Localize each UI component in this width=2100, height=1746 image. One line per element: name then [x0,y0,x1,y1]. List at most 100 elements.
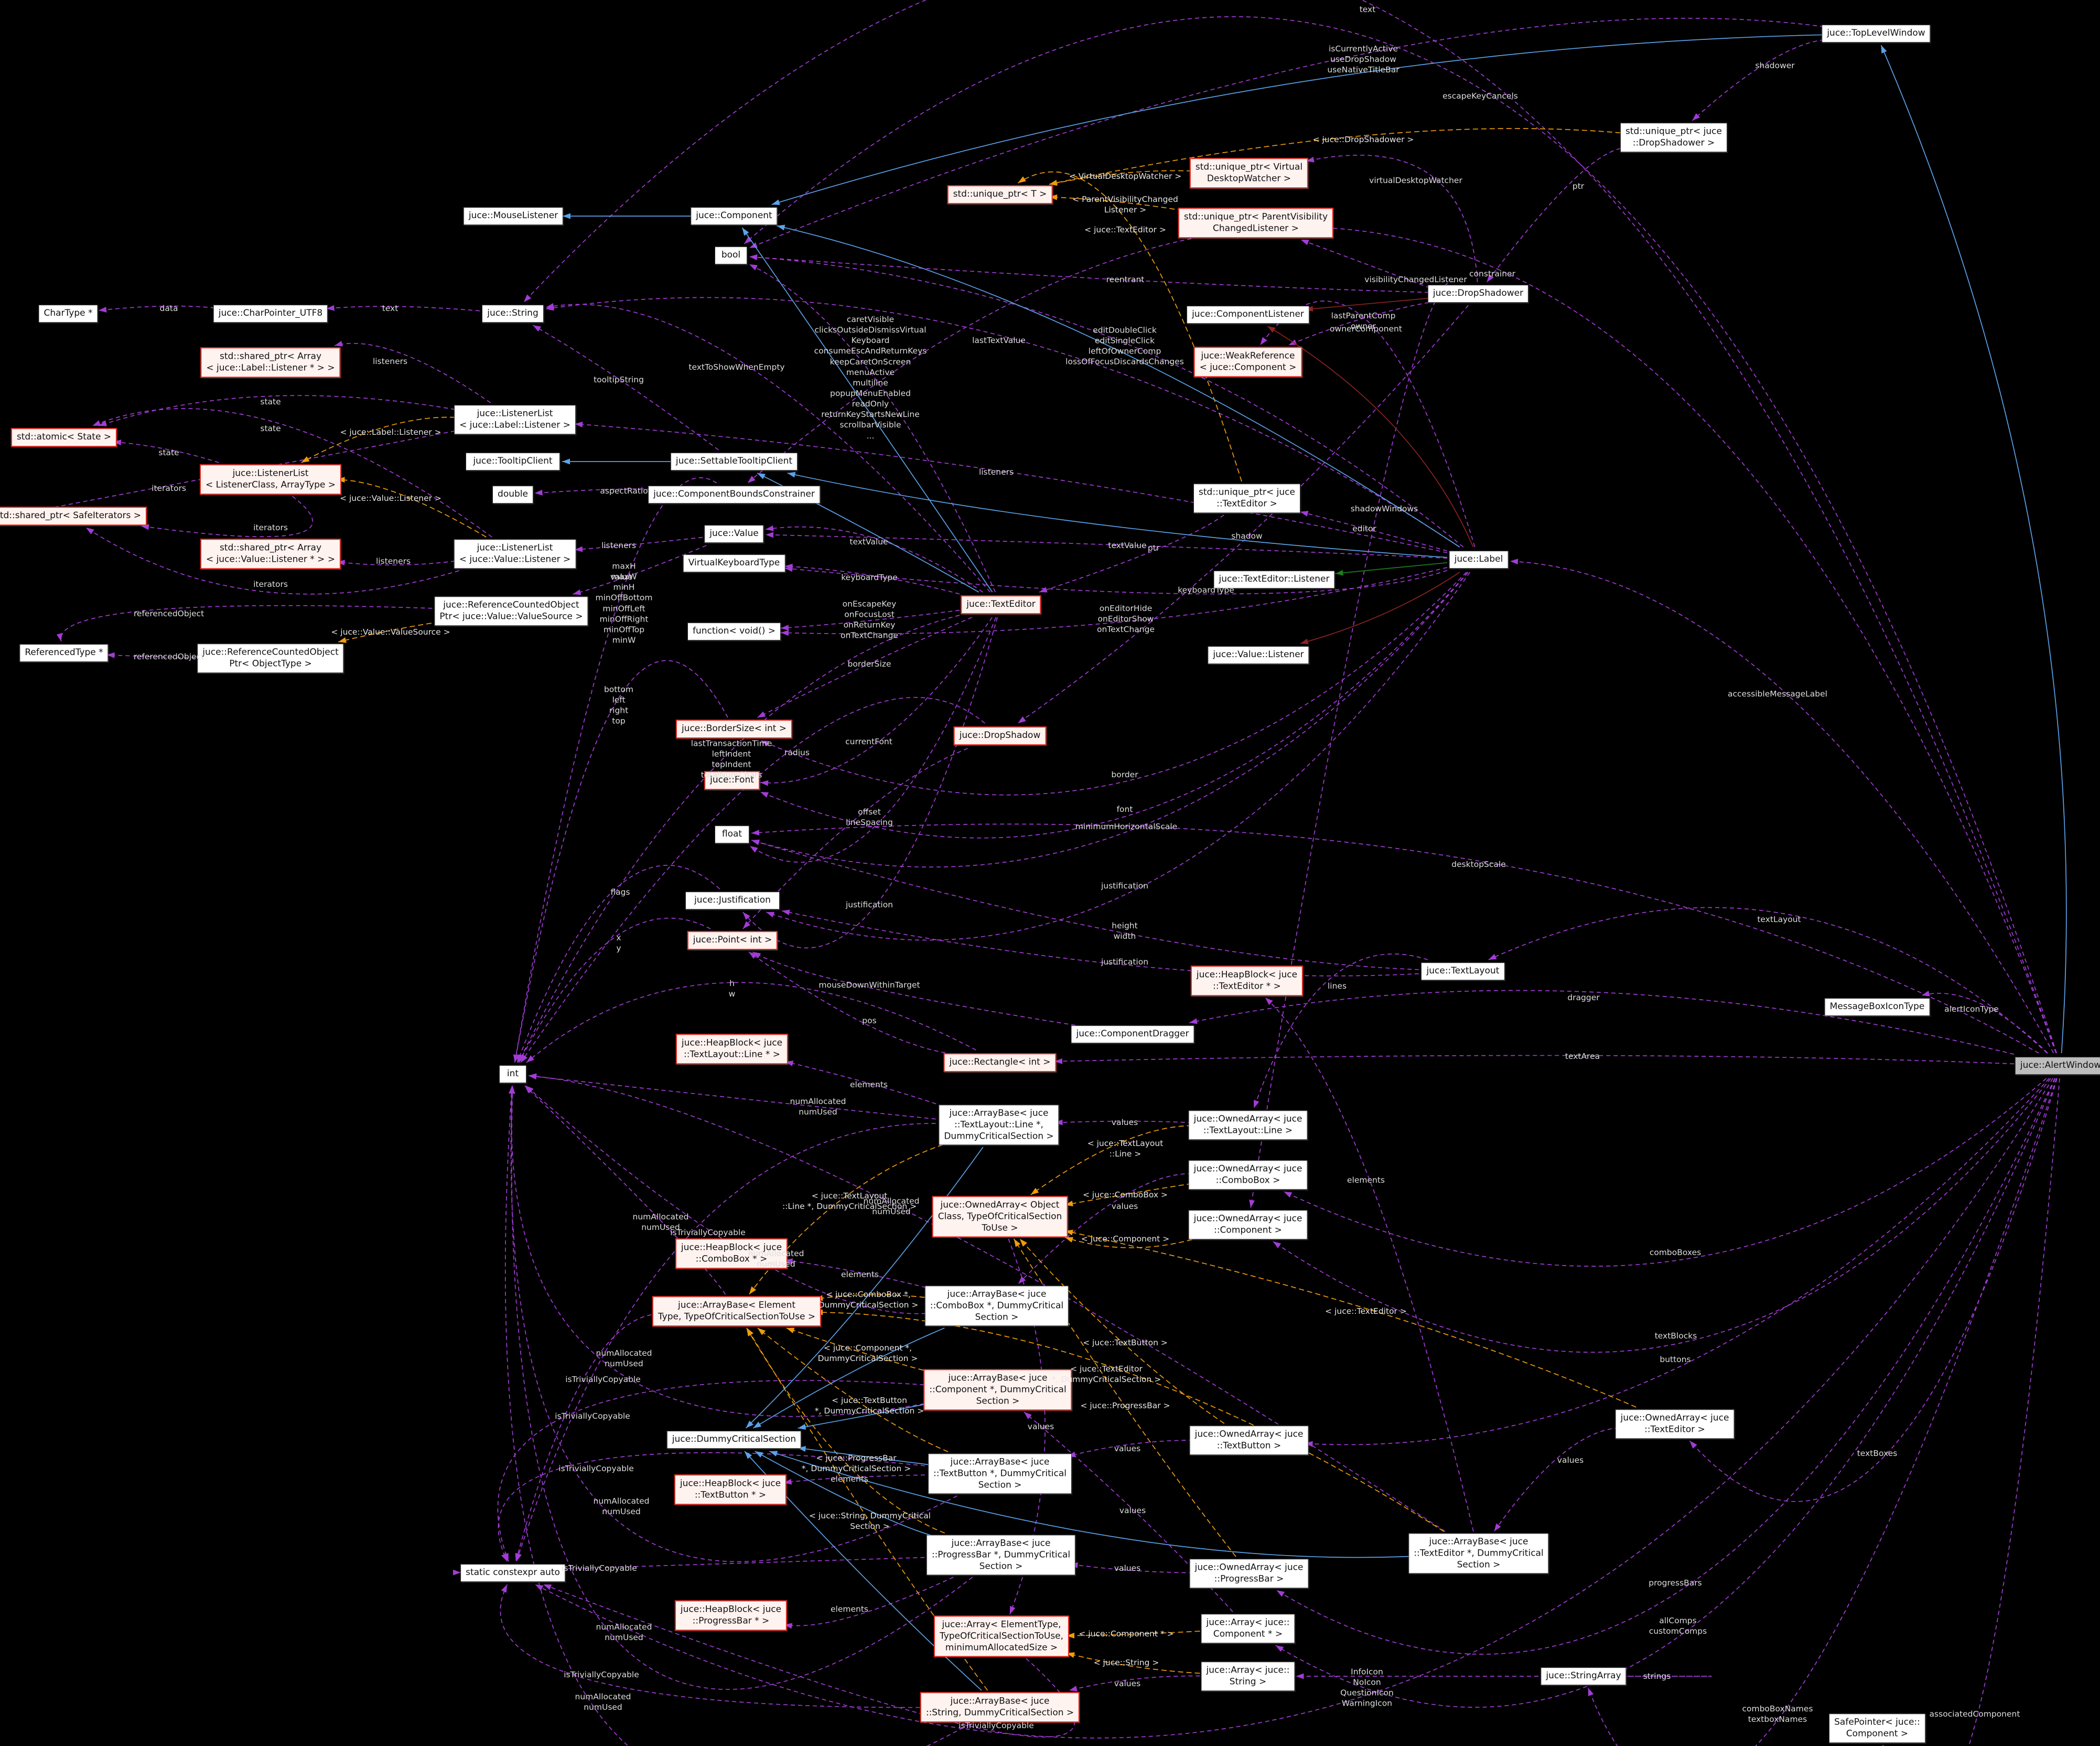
edge-u-point-int [518,917,711,1063]
node-top-level-window[interactable]: juce::TopLevelWindow [1822,25,1931,42]
node-array-base-combo[interactable]: juce::ArrayBase< juce ::ComboBox *, Dumm… [924,1286,1069,1326]
node-owned-array-progress-bar[interactable]: juce::OwnedArray< juce ::ProgressBar > [1189,1559,1309,1588]
node-border-size[interactable]: juce::BorderSize< int > [675,720,793,738]
node-function-void[interactable]: function< void() > [687,623,781,640]
node-atomic-state[interactable]: std::atomic< State > [10,428,117,447]
arrowhead [99,421,107,426]
node-string[interactable]: juce::String [482,305,544,323]
node-owned-array-component[interactable]: juce::OwnedArray< juce ::Component > [1188,1210,1308,1239]
node-owned-array-text-editor[interactable]: juce::OwnedArray< juce ::TextEditor > [1615,1409,1735,1439]
arrowhead [766,532,774,538]
node-array-base-elem-tpl[interactable]: juce::ArrayBase< Element Type, TypeOfCri… [652,1296,822,1326]
node-point[interactable]: juce::Point< int > [687,931,778,950]
node-virtual-keyboard-type[interactable]: VirtualKeyboardType [683,554,785,572]
edge-u-dropShadower-dropShadow [1017,305,1469,724]
node-sptr-label-listener-arr[interactable]: std::shared_ptr< Array < juce::Label::Li… [200,347,341,378]
edge-u-dropShadower-ownedArrayComponent [1250,281,1455,1208]
node-ref-counted-ptr-object-type[interactable]: juce::ReferenceCountedObject Ptr< Object… [197,644,344,673]
edge-t-ownedArrayTextEditor-ownedArrayTpl [1064,1230,1636,1408]
node-weak-ref[interactable]: juce::WeakReference < juce::Component > [1193,347,1302,377]
node-component-dragger[interactable]: juce::ComponentDragger [1071,1025,1194,1043]
node-settable-tooltip-client[interactable]: juce::SettableTooltipClient [670,453,798,470]
node-label[interactable]: juce::Label [1449,551,1509,569]
node-drop-shadow[interactable]: juce::DropShadow [953,726,1047,745]
node-te-listener[interactable]: juce::TextEditor::Listener [1213,571,1335,588]
node-double[interactable]: double [492,486,533,504]
node-array-base-text-button[interactable]: juce::ArrayBase< juce ::TextButton *, Du… [928,1453,1072,1494]
edge-t-arrayBaseProgressBar-arrayBaseElemTpl [746,1327,945,1534]
node-array-base-string[interactable]: juce::ArrayBase< juce ::String, DummyCri… [920,1692,1080,1722]
node-cb-constrainer[interactable]: juce::ComponentBoundsConstrainer [648,486,820,504]
node-array-string[interactable]: juce::Array< juce:: String > [1201,1662,1295,1691]
node-array-base-component[interactable]: juce::ArrayBase< juce ::Component *, Dum… [923,1369,1072,1411]
node-alert-window[interactable]: juce::AlertWindow [2015,1057,2100,1075]
node-owned-array-text-button[interactable]: juce::OwnedArray< juce ::TextButton > [1189,1426,1309,1455]
node-value-listener[interactable]: juce::Value::Listener [1208,646,1309,664]
edge-pub-label-component [777,225,1460,548]
node-bool[interactable]: bool [715,247,747,264]
node-array-tpl[interactable]: juce::Array< ElementType, TypeOfCritical… [933,1615,1070,1657]
node-value[interactable]: juce::Value [704,525,764,543]
node-dummy-critical-section[interactable]: juce::DummyCriticalSection [666,1431,802,1449]
node-rectangle[interactable]: juce::Rectangle< int > [943,1053,1057,1072]
edge-u-arrayBaseProgressBar-heapBlockProgressBar [784,1577,954,1626]
node-uptr-p-v-c-l[interactable]: std::unique_ptr< ParentVisibility Change… [1178,208,1334,238]
node-heap-block-combo-box[interactable]: juce::HeapBlock< juce ::ComboBox * > [675,1238,788,1269]
arrowhead [535,1584,544,1591]
node-heap-block-progress-bar[interactable]: juce::HeapBlock< juce ::ProgressBar * > [674,1600,788,1631]
node-uptr-t[interactable]: std::unique_ptr< T > [947,185,1053,204]
node-static-constexpr-auto[interactable]: static constexpr auto [460,1564,565,1582]
arrowhead [533,325,541,332]
node-message-box-icon-type[interactable]: MessageBoxIconType [1824,998,1930,1016]
node-ref-counted-ptr-value-source[interactable]: juce::ReferenceCountedObject Ptr< juce::… [434,596,588,626]
node-uptr-v-d-w[interactable]: std::unique_ptr< Virtual DesktopWatcher … [1189,158,1309,188]
arrowhead [1019,1239,1027,1247]
node-text-editor[interactable]: juce::TextEditor [961,595,1041,614]
node-safe-pointer[interactable]: SafePointer< juce:: Component > [1829,1713,1925,1743]
node-tooltip-client[interactable]: juce::TooltipClient [466,453,560,470]
edge-u-arrayBaseTextEditor-heapBlockTextEditor [1265,997,1474,1532]
edge-u-textEditor-functionVoid [780,609,960,629]
arrowhead [1488,954,1497,960]
node-array-base-text-editor[interactable]: juce::ArrayBase< juce ::TextEditor *, Du… [1408,1533,1549,1574]
node-drop-shadower[interactable]: juce::DropShadower [1427,285,1529,303]
node-listener-list-value[interactable]: juce::ListenerList < juce::Value::Listen… [454,539,576,569]
node-array-component[interactable]: juce::Array< juce:: Component * > [1201,1614,1295,1643]
node-sptr-safe-iterators[interactable]: std::shared_ptr< SafeIterators > [0,507,147,526]
edge-u-cbConstrainer-double [534,488,659,494]
arrowhead [526,1055,534,1063]
node-uptr-text-editor[interactable]: std::unique_ptr< juce ::TextEditor > [1193,484,1300,513]
node-heap-block-line[interactable]: juce::HeapBlock< juce ::TextLayout::Line… [675,1034,789,1064]
arrowhead [509,1086,514,1094]
node-listener-list-label[interactable]: juce::ListenerList < juce::Label::Listen… [454,405,576,434]
edge-u-arrayBaseElemTpl-int [524,1085,726,1295]
node-owned-array-combo[interactable]: juce::OwnedArray< juce ::ComboBox > [1188,1160,1308,1190]
node-text-layout[interactable]: juce::TextLayout [1421,962,1505,980]
arrowhead [742,912,750,920]
node-font[interactable]: juce::Font [704,771,760,790]
node-component-listener[interactable]: juce::ComponentListener [1187,306,1309,324]
node-heap-block-text-editor[interactable]: juce::HeapBlock< juce ::TextEditor * > [1190,966,1304,996]
node-sptr-value-listener-arr[interactable]: std::shared_ptr< Array < juce::Value::Li… [200,539,341,569]
node-char-pointer-u-t-f8[interactable]: juce::CharPointer_UTF8 [213,305,328,323]
edge-t-refCountedPtrValueSource-refCountedPtrObjectType [338,621,440,642]
node-component[interactable]: juce::Component [691,207,778,225]
node-array-base-line[interactable]: juce::ArrayBase< juce ::TextLayout::Line… [939,1105,1059,1145]
node-float[interactable]: float [715,826,749,843]
node-int[interactable]: int [499,1065,526,1083]
edge-u-listenerListTpl-atomicState [113,441,219,463]
node-justification[interactable]: juce::Justification [685,892,780,909]
node-owned-array-line[interactable]: juce::OwnedArray< juce ::TextLayout::Lin… [1188,1110,1308,1140]
node-heap-block-text-button[interactable]: juce::HeapBlock< juce ::TextButton * > [674,1474,787,1505]
arrowhead [1692,113,1700,121]
node-char-type[interactable]: CharType * [38,305,98,323]
node-listener-list-tpl[interactable]: juce::ListenerList < ListenerClass, Arra… [199,464,342,495]
node-mouse-listener[interactable]: juce::MouseListener [463,207,564,225]
node-owned-array-tpl[interactable]: juce::OwnedArray< Object Class, TypeOfCr… [932,1196,1068,1238]
node-array-base-progress-bar[interactable]: juce::ArrayBase< juce ::ProgressBar *, D… [926,1535,1076,1576]
edge-u-rectangle-int [526,982,976,1063]
node-uptr-drop-shadower[interactable]: std::unique_ptr< juce ::DropShadower > [1620,123,1727,152]
node-referenced-type[interactable]: ReferencedType * [19,644,109,662]
edge-u-arrayBaseCombo-int [525,1085,933,1314]
node-string-array[interactable]: juce::StringArray [1541,1667,1627,1685]
